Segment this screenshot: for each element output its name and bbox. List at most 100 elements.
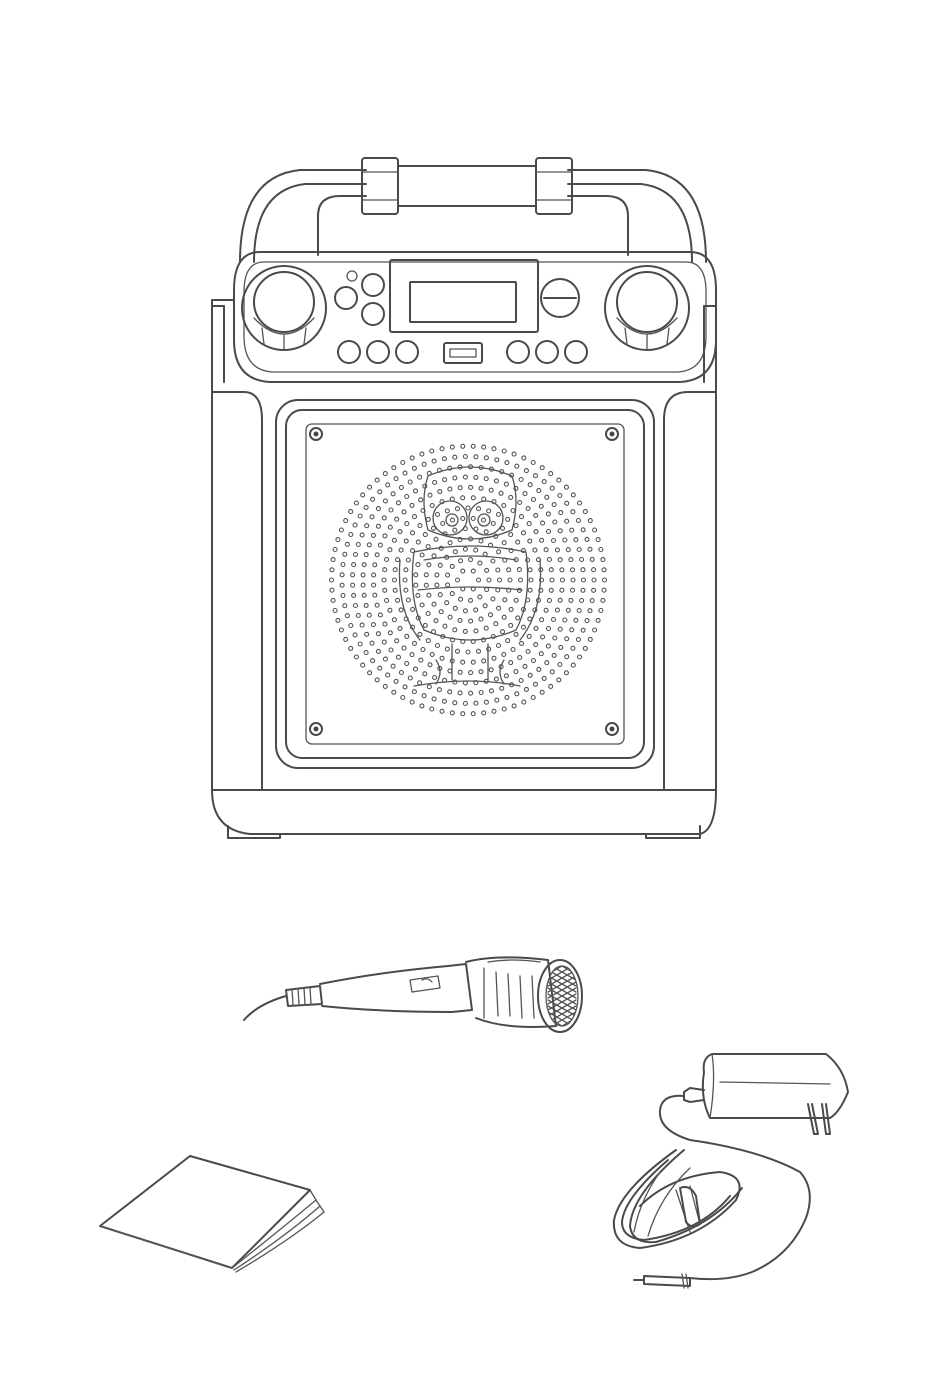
grille-hole xyxy=(343,552,347,556)
grille-hole xyxy=(492,447,496,451)
speaker-body xyxy=(212,300,716,838)
speaker-grille xyxy=(330,444,607,715)
grille-hole xyxy=(364,553,368,557)
grille-hole xyxy=(403,471,407,475)
grille-hole xyxy=(416,593,420,597)
grille-hole xyxy=(461,444,465,448)
grille-hole xyxy=(492,709,496,713)
left-knob xyxy=(242,266,326,350)
grille-hole xyxy=(497,606,501,610)
grille-hole xyxy=(438,563,442,567)
grille-hole xyxy=(519,679,523,683)
grille-hole xyxy=(603,578,607,582)
grille-hole xyxy=(491,559,495,563)
grille-hole xyxy=(497,644,501,648)
grille-hole xyxy=(413,515,417,519)
grille-hole xyxy=(570,628,574,632)
grille-hole xyxy=(592,578,596,582)
grille-hole xyxy=(354,655,358,659)
grille-hole xyxy=(450,592,454,596)
grille-hole xyxy=(504,482,508,486)
grille-hole xyxy=(565,519,569,523)
grille-hole xyxy=(571,578,575,582)
grille-hole xyxy=(569,558,573,562)
grille-hole xyxy=(520,641,524,645)
grille-hole xyxy=(458,486,462,490)
grille-hole xyxy=(602,588,606,592)
indicator-light xyxy=(347,271,357,281)
grille-hole xyxy=(537,667,541,671)
grille-hole xyxy=(404,588,408,592)
grille-hole xyxy=(531,461,535,465)
grille-hole xyxy=(495,698,499,702)
grille-hole xyxy=(405,662,409,666)
grille-hole xyxy=(576,638,580,642)
grille-hole xyxy=(388,525,392,529)
grille-hole xyxy=(477,578,481,582)
grille-hole xyxy=(443,624,447,628)
button xyxy=(565,341,587,363)
grille-hole xyxy=(491,597,495,601)
grille-hole xyxy=(484,530,488,534)
grille-hole xyxy=(341,563,345,567)
grille-hole xyxy=(383,657,387,661)
grille-hole xyxy=(511,509,515,513)
grille-hole xyxy=(471,569,475,573)
grille-hole xyxy=(420,553,424,557)
grille-hole xyxy=(413,641,417,645)
grille-hole xyxy=(522,700,526,704)
grille-hole xyxy=(461,517,465,521)
grille-hole xyxy=(528,673,532,677)
grille-hole xyxy=(340,583,344,587)
grille-hole xyxy=(406,558,410,562)
grille-hole xyxy=(515,464,519,468)
grille-hole xyxy=(471,444,475,448)
grille-hole xyxy=(403,685,407,689)
grille-hole xyxy=(547,530,551,534)
grille-hole xyxy=(414,489,418,493)
grille-hole xyxy=(410,503,414,507)
grille-hole xyxy=(474,455,478,459)
grille-hole xyxy=(485,588,489,592)
grille-hole xyxy=(515,692,519,696)
grille-hole xyxy=(406,598,410,602)
grille-hole xyxy=(375,478,379,482)
grille-hole xyxy=(516,540,520,544)
grille-hole xyxy=(507,568,511,572)
grille-hole xyxy=(411,607,415,611)
grille-hole xyxy=(392,690,396,694)
play-button xyxy=(541,279,579,317)
grille-hole xyxy=(451,518,455,522)
grille-hole xyxy=(545,495,549,499)
grille-hole xyxy=(392,618,396,622)
grille-hole xyxy=(509,533,513,537)
grille-hole xyxy=(354,553,358,557)
grille-hole xyxy=(367,613,371,617)
grille-hole xyxy=(404,568,408,572)
grille-hole xyxy=(581,568,585,572)
grille-hole xyxy=(443,478,447,482)
grille-hole xyxy=(487,578,491,582)
grille-hole xyxy=(518,501,522,505)
grille-hole xyxy=(516,616,520,620)
grille-hole xyxy=(354,501,358,505)
grille-hole xyxy=(432,459,436,463)
grille-hole xyxy=(423,672,427,676)
grille-hole xyxy=(440,709,444,713)
grille-hole xyxy=(471,496,475,500)
grille-hole xyxy=(453,455,457,459)
grille-hole xyxy=(378,666,382,670)
grille-hole xyxy=(477,507,481,511)
grille-hole xyxy=(491,522,495,526)
grille-hole xyxy=(435,573,439,577)
grille-hole xyxy=(544,548,548,552)
grille-hole xyxy=(410,700,414,704)
grille-hole xyxy=(518,656,522,660)
grille-hole xyxy=(375,553,379,557)
grille-hole xyxy=(331,598,335,602)
grille-hole xyxy=(388,548,392,552)
grille-hole xyxy=(539,504,543,508)
grille-hole xyxy=(498,578,502,582)
grille-hole xyxy=(427,593,431,597)
grille-hole xyxy=(539,652,543,656)
